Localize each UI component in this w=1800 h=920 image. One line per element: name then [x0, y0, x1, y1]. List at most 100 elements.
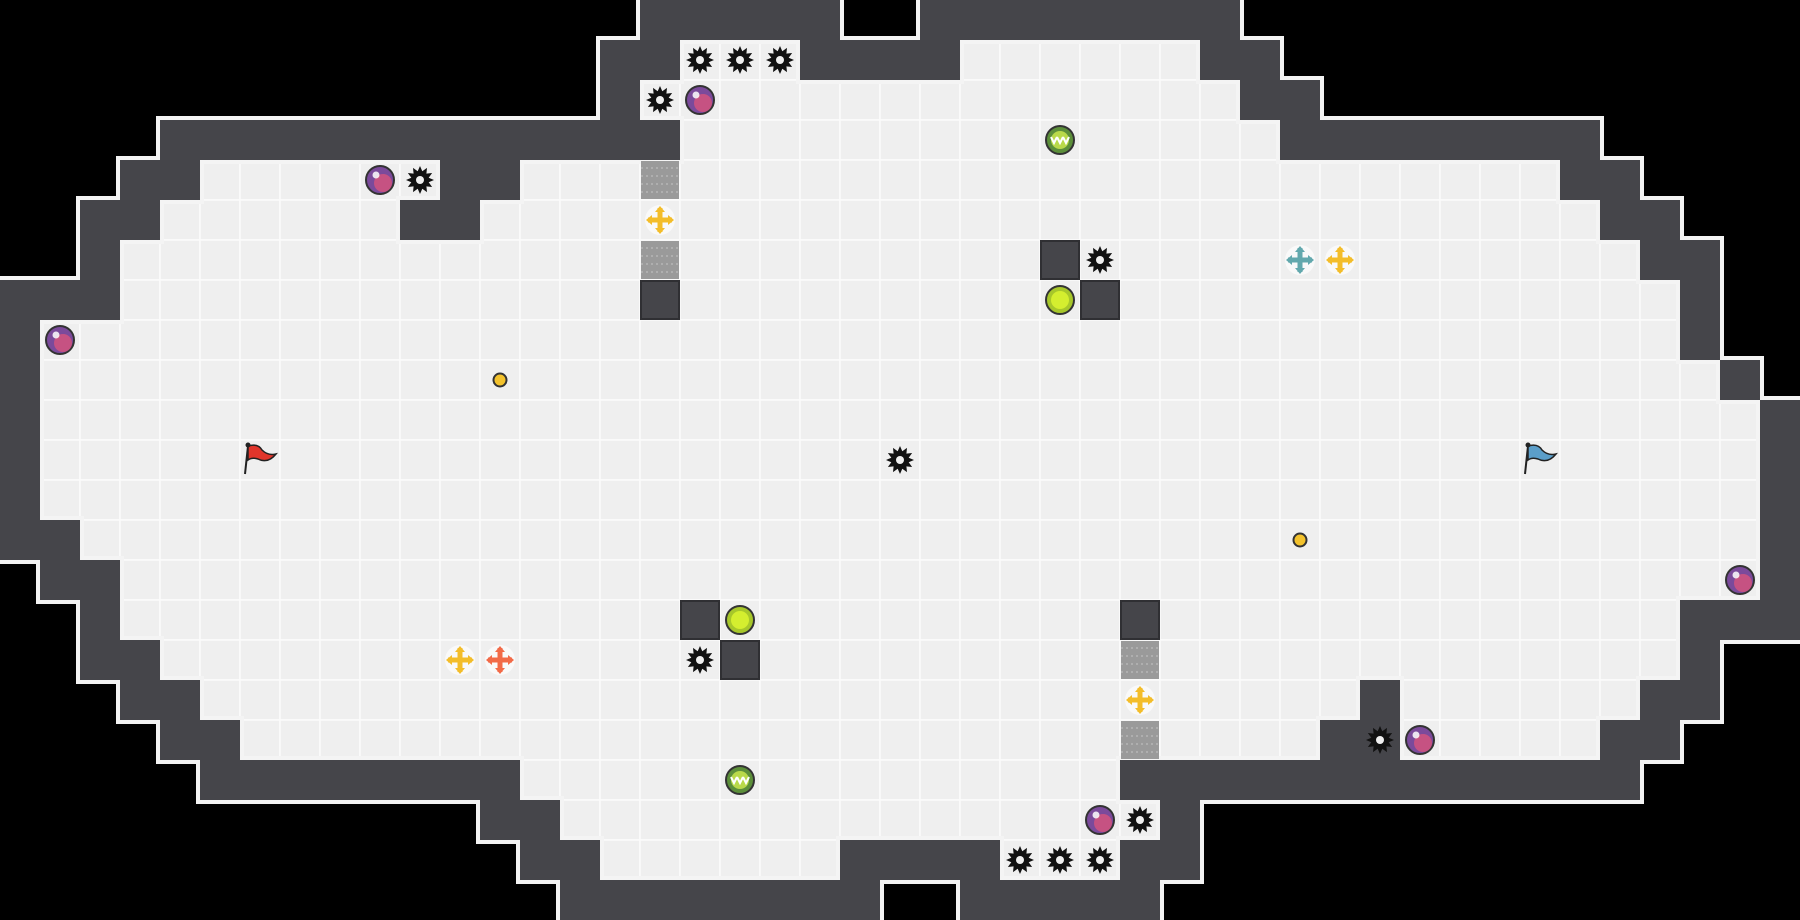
floor-tile — [759, 679, 801, 721]
floor-tile — [1559, 279, 1601, 321]
floor-tile — [439, 239, 481, 281]
floor-tile — [1239, 479, 1281, 521]
wall-tile — [280, 760, 320, 800]
floor-tile — [759, 279, 801, 321]
floor-tile — [719, 199, 761, 241]
floor-tile — [239, 159, 281, 201]
floor-tile — [999, 439, 1041, 481]
floor-tile — [719, 439, 761, 481]
wall-tile — [680, 0, 720, 40]
floor-tile — [959, 199, 1001, 241]
floor-tile — [279, 519, 321, 561]
wall-tile — [40, 560, 80, 600]
floor-tile — [1719, 519, 1761, 561]
wall-tile — [960, 0, 1000, 40]
floor-tile — [759, 759, 801, 801]
wall-tile — [80, 200, 120, 240]
floor-tile — [879, 639, 921, 681]
floor-tile — [1199, 79, 1241, 121]
floor-tile — [279, 199, 321, 241]
floor-tile — [79, 519, 121, 561]
floor-tile — [479, 399, 521, 441]
floor-tile — [199, 399, 241, 441]
floor-tile — [1039, 639, 1081, 681]
wall-tile — [400, 120, 440, 160]
floor-tile — [1079, 399, 1121, 441]
floor-tile — [1319, 399, 1361, 441]
floor-tile — [439, 279, 481, 321]
floor-tile — [879, 159, 921, 201]
floor-tile — [1239, 399, 1281, 441]
floor-tile — [1399, 199, 1441, 241]
floor-tile — [1279, 719, 1321, 761]
floor-tile — [1039, 159, 1081, 201]
floor-tile — [1719, 399, 1761, 441]
wall-tile — [760, 0, 800, 40]
floor-tile — [239, 399, 281, 441]
wall-tile — [560, 880, 600, 920]
floor-tile — [239, 679, 281, 721]
floor-tile — [319, 559, 361, 601]
floor-tile — [679, 759, 721, 801]
floor-tile — [919, 119, 961, 161]
floor-tile — [919, 719, 961, 761]
wall-tile — [1520, 760, 1560, 800]
floor-tile — [879, 479, 921, 521]
floor-tile — [1559, 719, 1601, 761]
floor-tile — [1119, 79, 1161, 121]
floor-tile — [519, 239, 561, 281]
floor-tile — [999, 199, 1041, 241]
floor-tile — [1239, 159, 1281, 201]
floor-tile — [919, 519, 961, 561]
floor-tile — [1359, 639, 1401, 681]
floor-tile — [239, 599, 281, 641]
floor-tile — [1199, 479, 1241, 521]
floor-tile — [1279, 679, 1321, 721]
wall-tile — [480, 120, 520, 160]
floor-tile — [639, 399, 681, 441]
floor-tile — [1639, 399, 1681, 441]
floor-tile — [279, 479, 321, 521]
floor-tile — [559, 479, 601, 521]
wall-tile — [1120, 840, 1160, 880]
floor-tile — [1599, 239, 1641, 281]
floor-tile — [519, 479, 561, 521]
boost-pad-icon — [445, 645, 475, 675]
floor-tile — [1399, 399, 1441, 441]
floor-tile — [1399, 239, 1441, 281]
wall-tile — [1640, 720, 1680, 760]
floor-tile — [1159, 159, 1201, 201]
floor-tile — [919, 439, 961, 481]
floor-tile — [479, 439, 521, 481]
floor-tile — [599, 279, 641, 321]
floor-tile — [559, 159, 601, 201]
boost-pad-icon — [1285, 245, 1315, 275]
floor-tile — [199, 319, 241, 361]
floor-tile — [399, 639, 441, 681]
floor-tile — [119, 559, 161, 601]
floor-tile — [439, 439, 481, 481]
floor-tile — [719, 279, 761, 321]
floor-tile — [399, 559, 441, 601]
floor-tile — [279, 559, 321, 601]
floor-tile — [959, 759, 1001, 801]
floor-tile — [1199, 159, 1241, 201]
floor-tile — [359, 199, 401, 241]
floor-tile — [1559, 439, 1601, 481]
floor-tile — [599, 359, 641, 401]
floor-tile — [719, 79, 761, 121]
wall-tile — [1760, 440, 1800, 480]
floor-tile — [119, 479, 161, 521]
floor-tile — [1079, 559, 1121, 601]
floor-tile — [79, 399, 121, 441]
powerup-icon — [685, 85, 715, 115]
floor-tile — [719, 799, 761, 841]
floor-tile — [439, 479, 481, 521]
wall-tile — [720, 0, 760, 40]
wall-tile — [1560, 160, 1600, 200]
floor-tile — [959, 119, 1001, 161]
floor-tile — [319, 199, 361, 241]
floor-tile — [1599, 399, 1641, 441]
floor-tile — [599, 719, 641, 761]
floor-tile — [919, 399, 961, 441]
